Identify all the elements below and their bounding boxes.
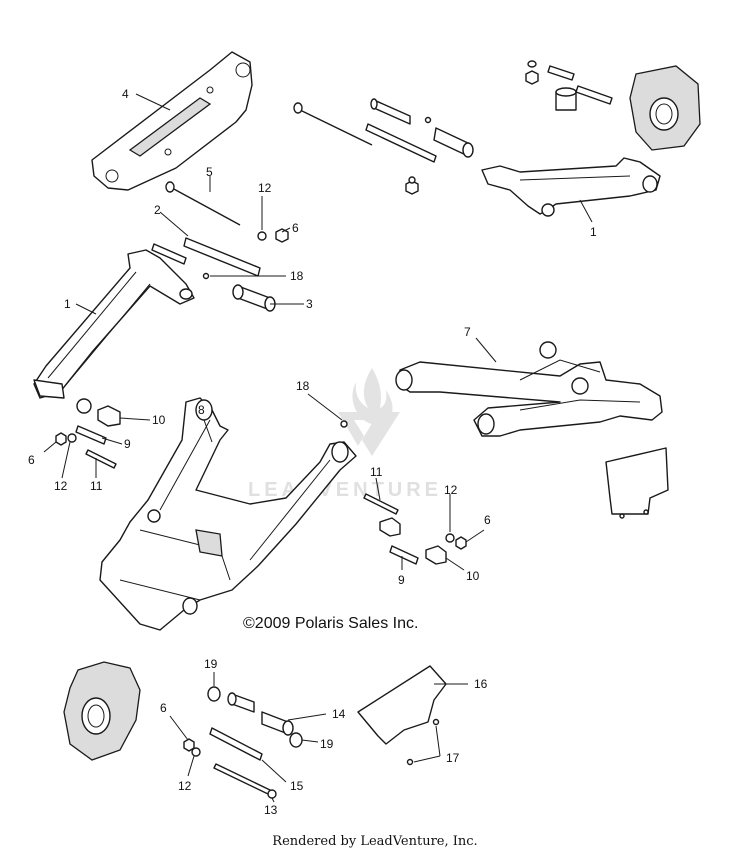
- part-3-bushing: [232, 284, 276, 312]
- part-12-washer-right: [445, 533, 455, 543]
- part-11-bolt-right: [363, 493, 399, 515]
- part-2-rod: [183, 237, 261, 277]
- part-8-main-frame: [99, 397, 357, 631]
- callout-12-bottom: 12: [178, 779, 192, 793]
- watermark-text: LEADVENTURE: [248, 479, 442, 501]
- callout-18-center: 18: [296, 379, 310, 393]
- part-4-bracket-plate: [91, 51, 253, 191]
- callout-18: 18: [290, 269, 304, 283]
- part-12-washer-bottom: [191, 747, 201, 757]
- part-6-nut-upper: [275, 228, 289, 243]
- part-6-nut-left: [55, 432, 67, 446]
- callout-17: 17: [446, 751, 460, 765]
- watermark-logo: [338, 368, 400, 456]
- part-19-washer-lower: [289, 732, 303, 748]
- callout-3: 3: [306, 297, 313, 311]
- callout-2: 2: [154, 203, 161, 217]
- part-14-bushing: [261, 711, 294, 736]
- copyright-notice: ©2009 Polaris Sales Inc.: [243, 615, 419, 632]
- part-17-screws: [406, 718, 440, 766]
- callout-13: 13: [264, 803, 278, 817]
- bushing-right-middle: [379, 517, 401, 537]
- guard-plate-right: [605, 447, 669, 519]
- bushing-bottom: [227, 692, 255, 713]
- knuckle-bottom-left: [63, 661, 141, 761]
- callout-12-left: 12: [54, 479, 68, 493]
- bushing-top-right: [433, 127, 474, 158]
- callout-6-bottom: 6: [160, 701, 167, 715]
- part-6-nut-right: [455, 536, 467, 550]
- callout-11-left: 11: [90, 479, 103, 493]
- part-9-pin-right: [389, 545, 419, 565]
- part-12-washer-upper: [257, 231, 267, 241]
- part-13-long-bolt: [213, 763, 277, 799]
- callout-8: 8: [198, 403, 205, 417]
- pin-upper-left: [151, 243, 187, 265]
- callout-10-right: 10: [466, 569, 480, 583]
- callout-9-right: 9: [398, 573, 405, 587]
- part-19-washer-upper: [207, 686, 221, 702]
- part-10-bushing-left: [76, 398, 121, 427]
- callout-6-left: 6: [28, 453, 35, 467]
- callout-6-right: 6: [484, 513, 491, 527]
- callout-16: 16: [474, 677, 488, 691]
- callout-10-left: 10: [152, 413, 166, 427]
- part-5-long-bolt: [165, 181, 241, 226]
- callout-9-left: 9: [124, 437, 131, 451]
- leader-lines: [43, 93, 593, 803]
- callout-4: 4: [122, 87, 129, 101]
- fitting-top-right: [424, 116, 432, 124]
- part-15-rod: [209, 727, 263, 761]
- callout-11-right: 11: [370, 465, 383, 479]
- bolt-long-top-right: [293, 102, 373, 146]
- callout-12-right: 12: [444, 483, 458, 497]
- callout-19-upper: 19: [204, 657, 218, 671]
- fasteners-top-right: [525, 60, 613, 111]
- part-18-grease-fitting-upper: [202, 272, 210, 280]
- callout-6: 6: [292, 221, 299, 235]
- part-1-control-arm-left: [33, 249, 195, 399]
- part-12-washer-left: [67, 433, 77, 443]
- part-16-guard-plate: [357, 665, 447, 745]
- nut-top-right: [405, 176, 419, 195]
- callout-12: 12: [258, 181, 272, 195]
- callout-1-left: 1: [64, 297, 71, 311]
- callout-15: 15: [290, 779, 304, 793]
- part-10-bushing-right: [425, 545, 447, 565]
- callout-19-lower: 19: [320, 737, 334, 751]
- part-11-bolt-left: [85, 449, 117, 469]
- callout-7: 7: [464, 325, 471, 339]
- callout-1-right: 1: [590, 225, 597, 239]
- knuckle-top-right: [629, 65, 701, 151]
- callouts: 4 5 12 2 6 18 3 1 7 8 18 10 9 6 12 11 11…: [28, 87, 597, 817]
- rod-top-right: [365, 123, 437, 163]
- footer-credit: Rendered by LeadVenture, Inc.: [272, 834, 478, 849]
- part-18-grease-fitting-center: [340, 420, 348, 428]
- callout-5: 5: [206, 165, 213, 179]
- part-9-pin-left: [75, 425, 107, 445]
- callout-14: 14: [332, 707, 346, 721]
- pin-top-right-1: [370, 98, 411, 125]
- part-7-swing-arm: [395, 341, 663, 437]
- part-1-control-arm-right: [481, 157, 661, 217]
